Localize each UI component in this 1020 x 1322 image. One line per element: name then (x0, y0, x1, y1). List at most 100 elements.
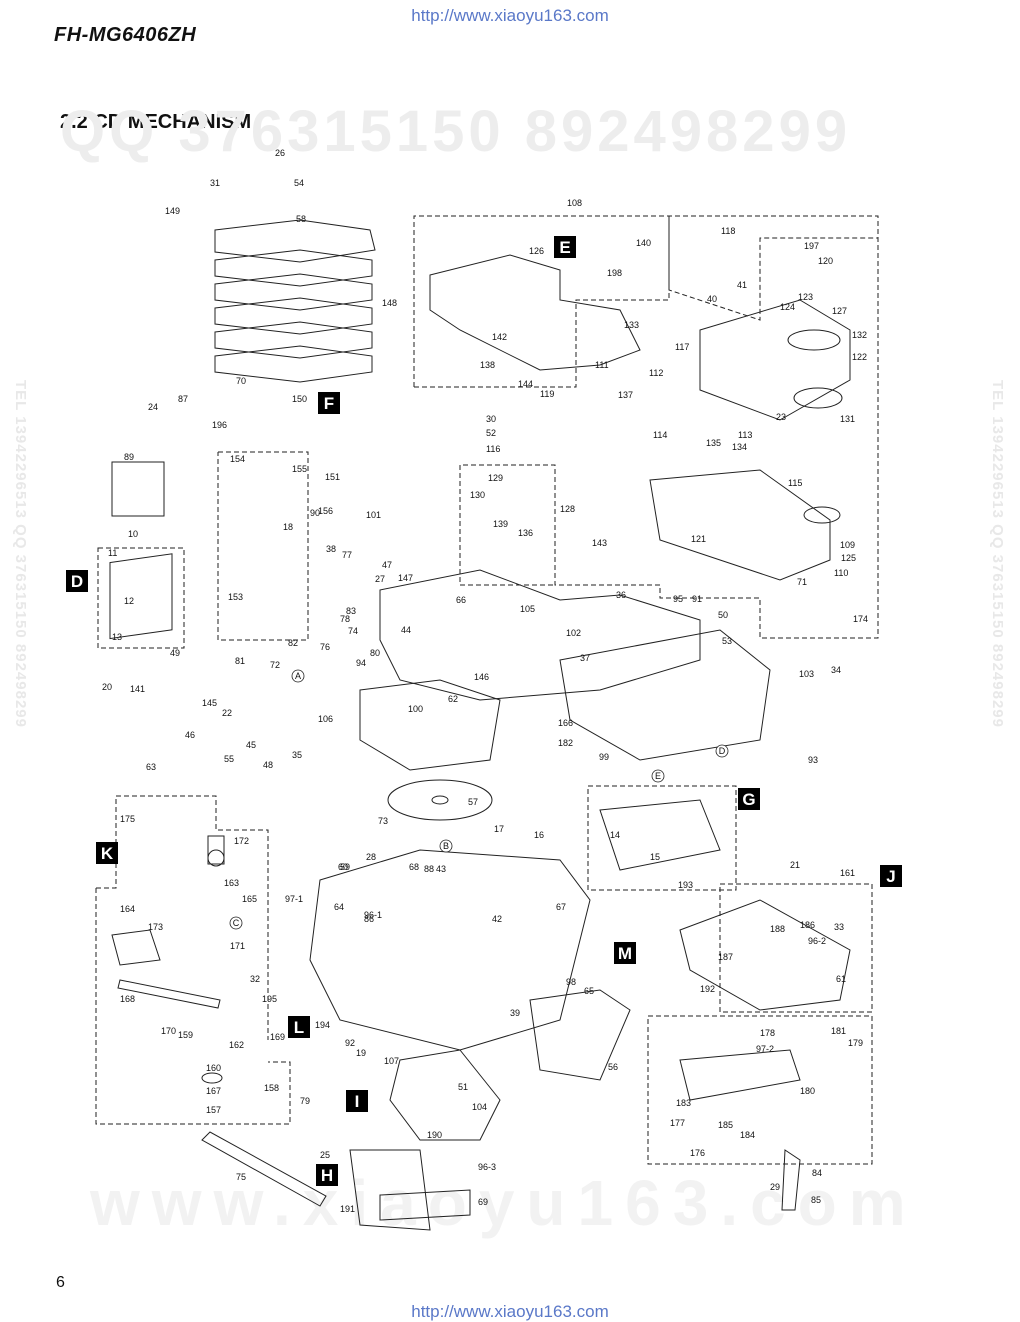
part-label-93: 93 (808, 755, 818, 765)
part-label-151: 151 (325, 472, 340, 482)
part-label-41: 41 (737, 280, 747, 290)
part-label-166: 166 (558, 718, 573, 728)
part-label-128: 128 (560, 504, 575, 514)
part-label-134: 134 (732, 442, 747, 452)
part-label-186: 186 (800, 920, 815, 930)
part-label-159: 159 (178, 1030, 193, 1040)
model-number: FH-MG6406ZH (54, 24, 197, 46)
svg-text:C: C (233, 918, 240, 928)
part-label-187: 187 (718, 952, 733, 962)
part-label-150: 150 (292, 394, 307, 404)
part-label-142: 142 (492, 332, 507, 342)
part-label-157: 157 (206, 1105, 221, 1115)
part-label-77: 77 (342, 550, 352, 560)
part-label-105: 105 (520, 604, 535, 614)
part-label-129: 129 (488, 473, 503, 483)
part-label-160: 160 (206, 1063, 221, 1073)
part-label-48: 48 (263, 760, 273, 770)
top-url[interactable]: http://www.xiaoyu163.com (411, 6, 609, 25)
part-label-127: 127 (832, 306, 847, 316)
svg-text:A: A (295, 671, 301, 681)
callout-D: D (66, 570, 88, 592)
part-label-163: 163 (224, 878, 239, 888)
part-label-58: 58 (296, 214, 306, 224)
part-label-185: 185 (718, 1120, 733, 1130)
part-label-88: 88 (424, 864, 434, 874)
part-label-158: 158 (264, 1083, 279, 1093)
part-label-137: 137 (618, 390, 633, 400)
part-label-37: 37 (580, 653, 590, 663)
watermark-url: www.xiaoyu163.com (90, 1167, 918, 1239)
part-label-97-2: 97-2 (756, 1044, 774, 1054)
part-label-94: 94 (356, 658, 366, 668)
part-label-155: 155 (292, 464, 307, 474)
circle-ref-A: A (291, 669, 305, 683)
part-label-82: 82 (288, 638, 298, 648)
part-label-45: 45 (246, 740, 256, 750)
part-label-46: 46 (185, 730, 195, 740)
part-label-22: 22 (222, 708, 232, 718)
part-label-139: 139 (493, 519, 508, 529)
part-label-162: 162 (229, 1040, 244, 1050)
part-label-64: 64 (334, 902, 344, 912)
part-label-24: 24 (148, 402, 158, 412)
part-label-39: 39 (510, 1008, 520, 1018)
part-label-169: 169 (270, 1032, 285, 1042)
svg-text:D: D (719, 746, 726, 756)
callout-G: G (738, 788, 760, 810)
part-label-34: 34 (831, 665, 841, 675)
part-label-145: 145 (202, 698, 217, 708)
part-label-123: 123 (798, 292, 813, 302)
callout-F: F (318, 392, 340, 414)
part-label-26: 26 (275, 148, 285, 158)
part-label-38: 38 (326, 544, 336, 554)
part-label-12: 12 (124, 596, 134, 606)
part-label-104: 104 (472, 1102, 487, 1112)
part-label-10: 10 (128, 529, 138, 539)
part-label-80: 80 (370, 648, 380, 658)
part-label-14: 14 (610, 830, 620, 840)
part-label-60: 60 (338, 862, 348, 872)
part-label-196: 196 (212, 420, 227, 430)
part-label-193: 193 (678, 880, 693, 890)
part-label-87: 87 (178, 394, 188, 404)
part-label-20: 20 (102, 682, 112, 692)
part-label-112: 112 (649, 368, 663, 378)
part-label-25: 25 (320, 1150, 330, 1160)
circle-ref-D: D (715, 744, 729, 758)
part-label-176: 176 (690, 1148, 705, 1158)
part-label-27: 27 (375, 574, 385, 584)
page-number: 6 (56, 1274, 65, 1291)
part-label-70: 70 (236, 376, 246, 386)
part-label-102: 102 (566, 628, 581, 638)
part-label-79: 79 (300, 1096, 310, 1106)
part-label-121: 121 (691, 534, 706, 544)
part-label-63: 63 (146, 762, 156, 772)
part-label-164: 164 (120, 904, 135, 914)
part-label-197: 197 (804, 241, 819, 251)
part-label-106: 106 (318, 714, 333, 724)
circle-ref-C: C (229, 916, 243, 930)
part-label-117: 117 (675, 342, 689, 352)
part-label-126: 126 (529, 246, 544, 256)
part-label-173: 173 (148, 922, 163, 932)
part-label-175: 175 (120, 814, 135, 824)
part-label-109: 109 (840, 540, 855, 550)
bottom-url[interactable]: http://www.xiaoyu163.com (411, 1302, 609, 1321)
part-label-67: 67 (556, 902, 566, 912)
section-title: 2.2 CD MECHANISM (60, 111, 252, 133)
part-label-84: 84 (812, 1168, 822, 1178)
part-label-71: 71 (797, 577, 807, 587)
part-label-116: 116 (486, 444, 500, 454)
part-label-62: 62 (448, 694, 458, 704)
svg-text:I: I (355, 1092, 360, 1111)
part-label-85: 85 (811, 1195, 821, 1205)
part-label-181: 181 (831, 1026, 846, 1036)
part-label-170: 170 (161, 1026, 176, 1036)
part-label-59: 59 (340, 862, 350, 872)
part-label-83: 83 (346, 606, 356, 616)
svg-text:E: E (559, 238, 570, 257)
part-label-130: 130 (470, 490, 485, 500)
part-label-96-3: 96-3 (478, 1162, 496, 1172)
